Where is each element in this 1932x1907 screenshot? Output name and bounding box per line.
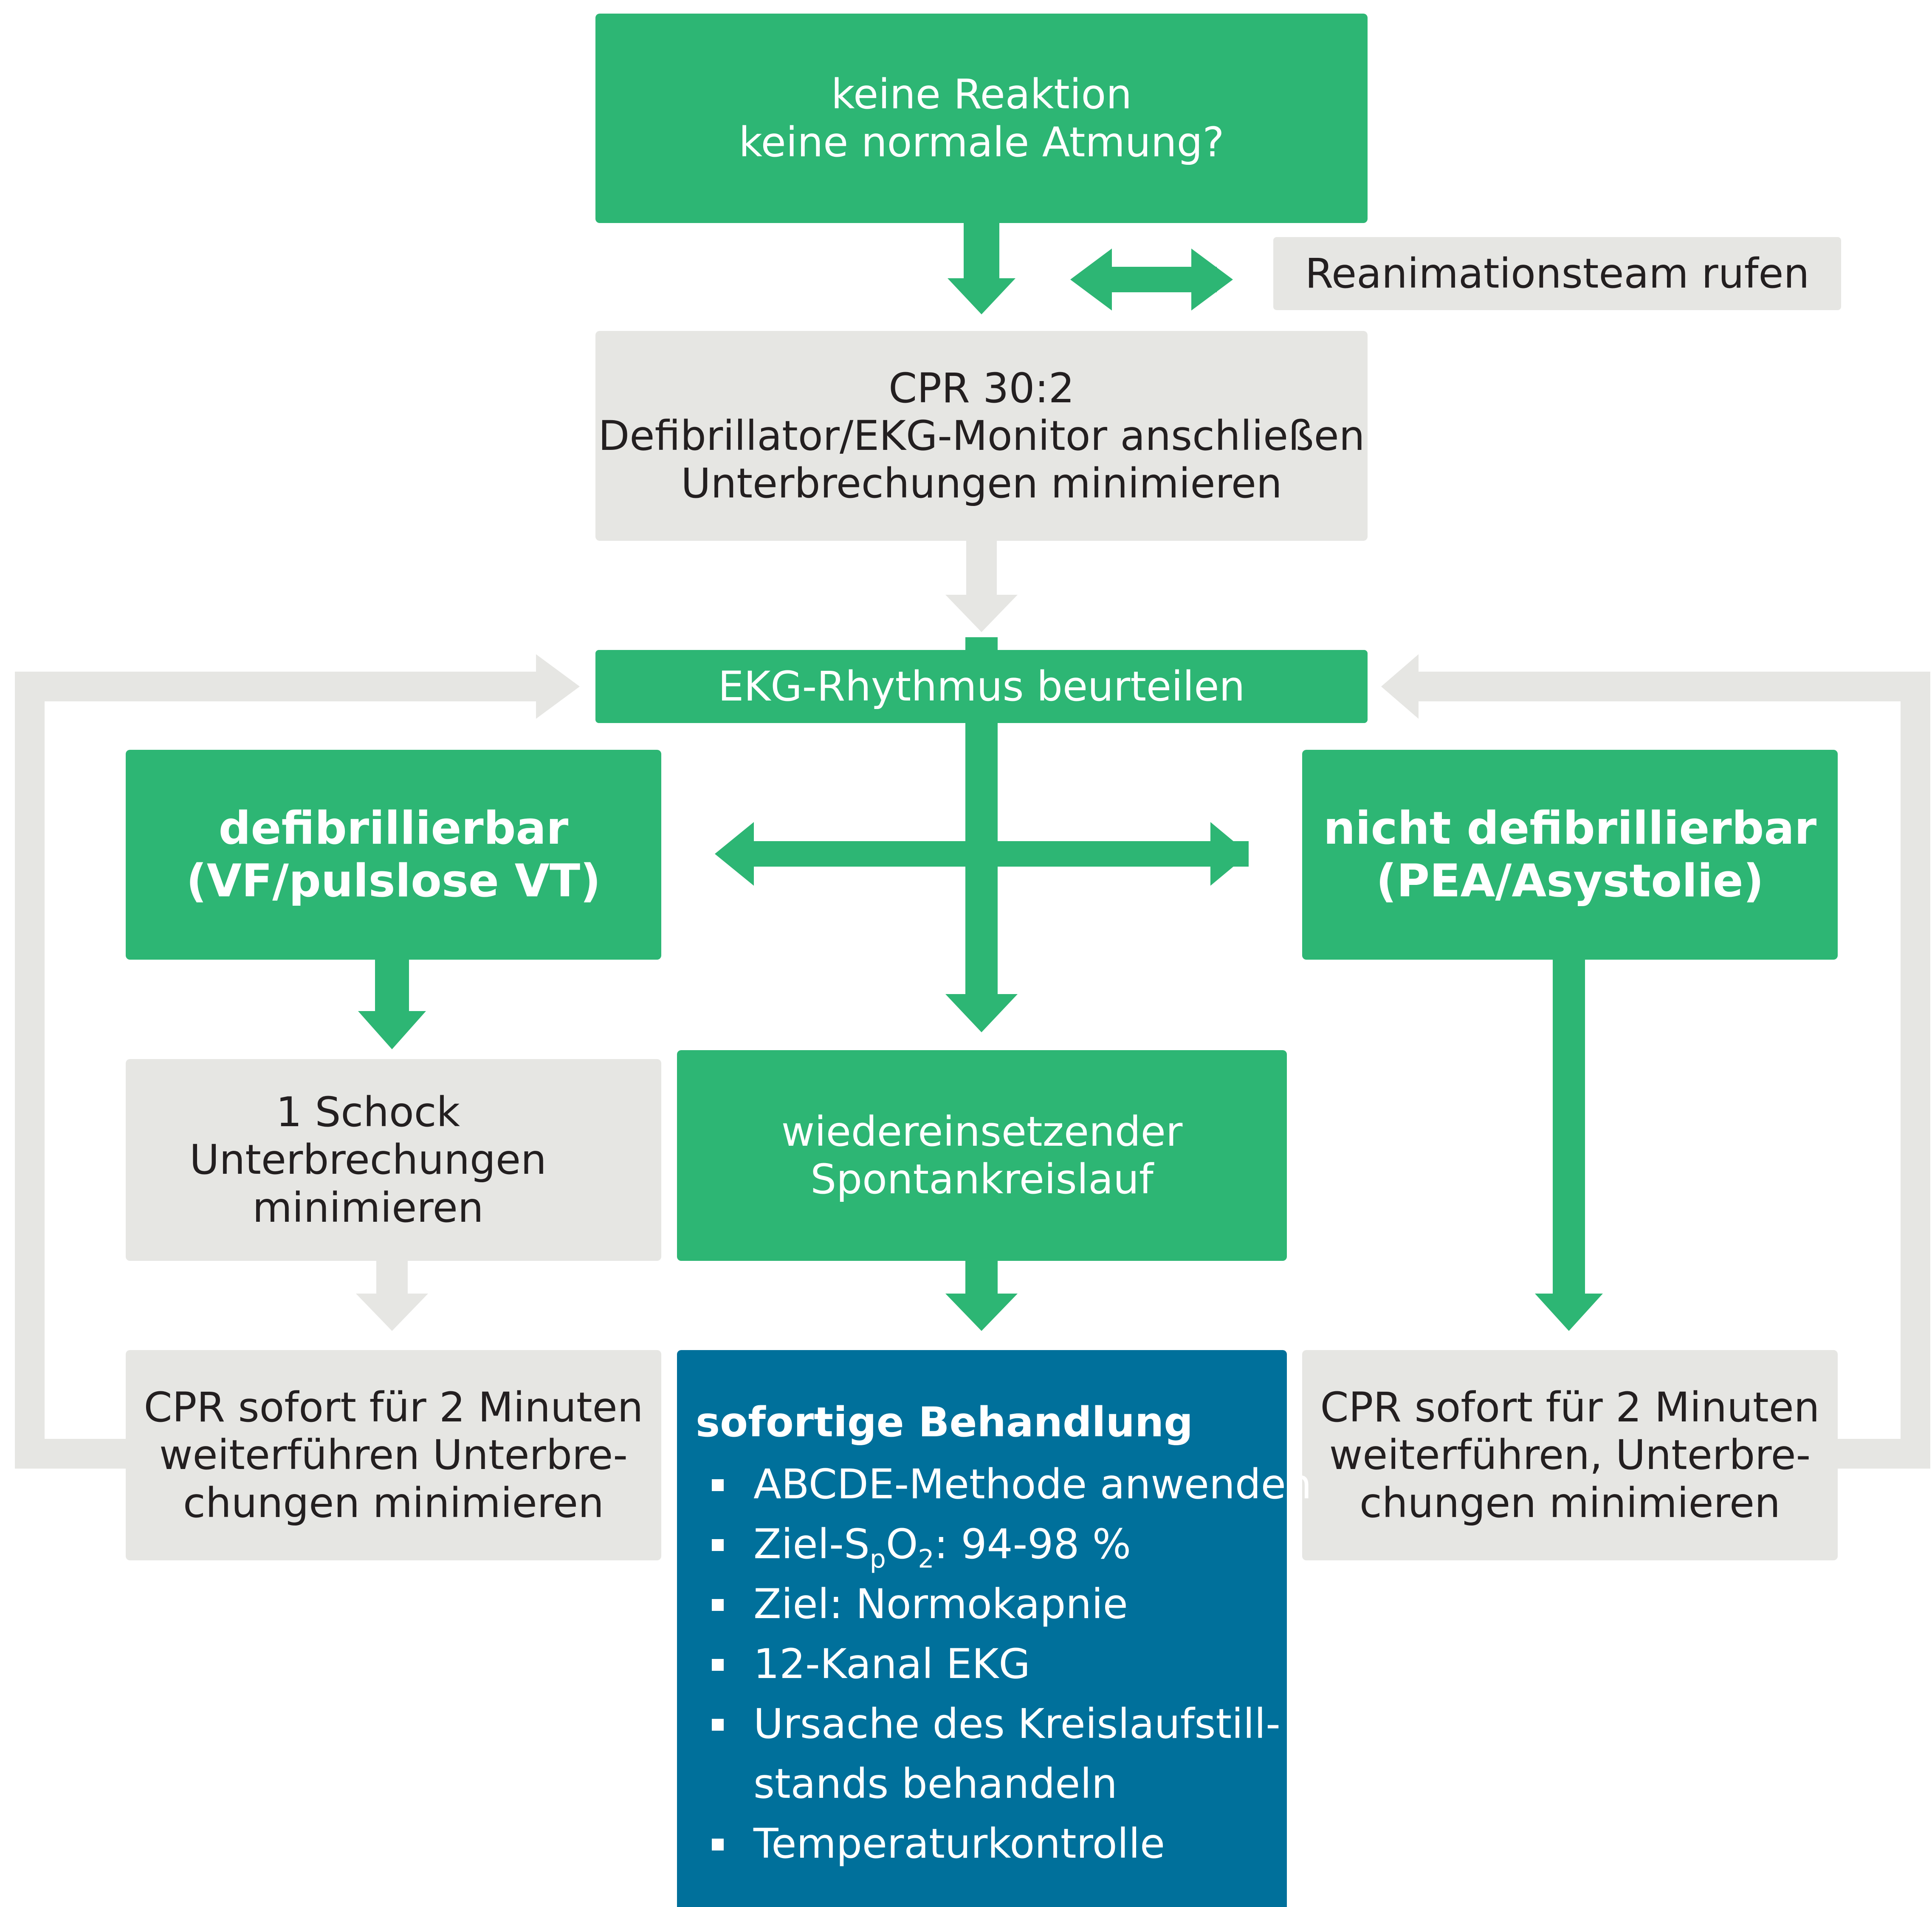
node-cpr-left-line2: weiterführen Unterbre- <box>159 1431 628 1479</box>
node-treatment: sofortige Behandlung ABCDE-Methode anwen… <box>677 1350 1312 1907</box>
treatment-item-suffix: : 94-98 % <box>934 1520 1131 1568</box>
arrow-down-cpr-left <box>356 1294 428 1331</box>
treatment-item: 12-Kanal EKG <box>696 1634 1312 1694</box>
node-shockable: defibrillierbar (VF/pulslose VT) <box>126 750 661 960</box>
treatment-item: Temperaturkontrolle <box>696 1814 1312 1874</box>
bullet-icon <box>712 1479 724 1491</box>
arrow-down-rosc <box>945 994 1018 1032</box>
node-assess-rhythm: EKG-Rhythmus beurteilen <box>595 650 1368 723</box>
arrow-right-nonshockable <box>1210 822 1249 886</box>
node-shock-line1: 1 Schock <box>276 1088 460 1136</box>
bullet-icon <box>712 1599 724 1611</box>
arrow-down-treatment <box>945 1294 1018 1331</box>
arrow-down-start <box>948 278 1015 314</box>
node-shock-line3: minimieren <box>252 1184 484 1232</box>
node-cpr-left-line1: CPR sofort für 2 Minuten <box>144 1384 643 1432</box>
node-cpr: CPR 30:2 Defibrillator/EKG-Monitor ansch… <box>595 331 1368 541</box>
treatment-item-text-line1: Ursache des Kreislaufstill- <box>753 1700 1280 1748</box>
bullet-icon <box>712 1839 724 1850</box>
node-shockable-line1: defibrillierbar <box>218 802 569 854</box>
node-shockable-line2: (VF/pulslose VT) <box>186 855 601 907</box>
treatment-item-text: ABCDE-Methode anwenden <box>753 1461 1312 1508</box>
treatment-item-prefix: Ziel-S <box>753 1520 870 1568</box>
node-start-line1: keine Reaktion <box>831 71 1132 119</box>
bullet-icon <box>712 1719 724 1731</box>
node-cpr-line1: CPR 30:2 <box>888 364 1075 412</box>
treatment-item-text-line2: stands behandeln <box>753 1760 1117 1808</box>
node-start-line2: keine normale Atmung? <box>739 118 1224 166</box>
node-cpr-right-line3: chungen minimieren <box>1359 1479 1780 1527</box>
bullet-icon <box>712 1659 724 1671</box>
node-cpr-right-line2: weiterführen, Unterbre- <box>1329 1431 1811 1479</box>
node-cpr-line3: Unterbrechungen minimieren <box>681 460 1282 508</box>
node-rosc-line1: wiedereinsetzender <box>781 1107 1183 1156</box>
node-nonshockable-line2: (PEA/Asystolie) <box>1376 855 1764 907</box>
treatment-item: Ziel-SpO2: 94-98 % <box>696 1514 1312 1574</box>
node-nonshockable: nicht defibrillierbar (PEA/Asystolie) <box>1302 750 1838 960</box>
treatment-item: Ursache des Kreislaufstill-stands behand… <box>696 1694 1312 1814</box>
node-rosc: wiedereinsetzender Spontankreislauf <box>677 1050 1287 1261</box>
arrow-down-shock <box>358 1011 426 1049</box>
node-cpr-line2: Defibrillator/EKG-Monitor anschließen <box>598 412 1365 460</box>
node-cpr-right-line1: CPR sofort für 2 Minuten <box>1320 1384 1820 1432</box>
node-shock: 1 Schock Unterbrechungen minimieren <box>126 1059 661 1261</box>
node-cpr-right: CPR sofort für 2 Minuten weiterführen, U… <box>1302 1350 1838 1560</box>
node-cpr-left: CPR sofort für 2 Minuten weiterführen Un… <box>126 1350 661 1560</box>
node-rosc-line2: Spontankreislauf <box>810 1156 1154 1203</box>
arrow-left-callteam <box>1070 249 1112 311</box>
arrow-right-callteam <box>1191 249 1233 311</box>
treatment-list: ABCDE-Methode anwenden Ziel-SpO2: 94-98 … <box>696 1455 1312 1874</box>
bullet-icon <box>712 1539 724 1551</box>
node-nonshockable-line1: nicht defibrillierbar <box>1323 802 1817 854</box>
arrow-down-cpr-right <box>1535 1294 1603 1331</box>
node-call-team: Reanimationsteam rufen <box>1273 237 1841 310</box>
treatment-item-sub-2: 2 <box>918 1544 934 1574</box>
node-call-team-text: Reanimationsteam rufen <box>1305 249 1810 297</box>
treatment-item: Ziel: Normokapnie <box>696 1574 1312 1634</box>
arrow-left-shockable <box>715 822 754 886</box>
node-start: keine Reaktion keine normale Atmung? <box>595 14 1368 223</box>
treatment-title: sofortige Behandlung <box>696 1398 1193 1446</box>
treatment-item-text: 12-Kanal EKG <box>753 1640 1030 1688</box>
treatment-item-text: Ziel: Normokapnie <box>753 1580 1128 1628</box>
treatment-item-text: Temperaturkontrolle <box>753 1820 1165 1867</box>
treatment-item: ABCDE-Methode anwenden <box>696 1455 1312 1514</box>
node-cpr-left-line3: chungen minimieren <box>183 1479 604 1527</box>
loop-right-line <box>1419 672 1930 1469</box>
arrow-down-cpr <box>945 595 1018 632</box>
loop-right-arrowhead <box>1381 654 1419 719</box>
node-shock-line2: Unterbrechungen <box>189 1136 547 1184</box>
loop-left-line <box>15 672 548 1469</box>
treatment-item-mid: O <box>886 1520 918 1568</box>
node-assess-text: EKG-Rhythmus beurteilen <box>718 662 1245 710</box>
loop-left-arrowhead <box>536 654 580 719</box>
treatment-item-sub-p: p <box>869 1544 886 1574</box>
